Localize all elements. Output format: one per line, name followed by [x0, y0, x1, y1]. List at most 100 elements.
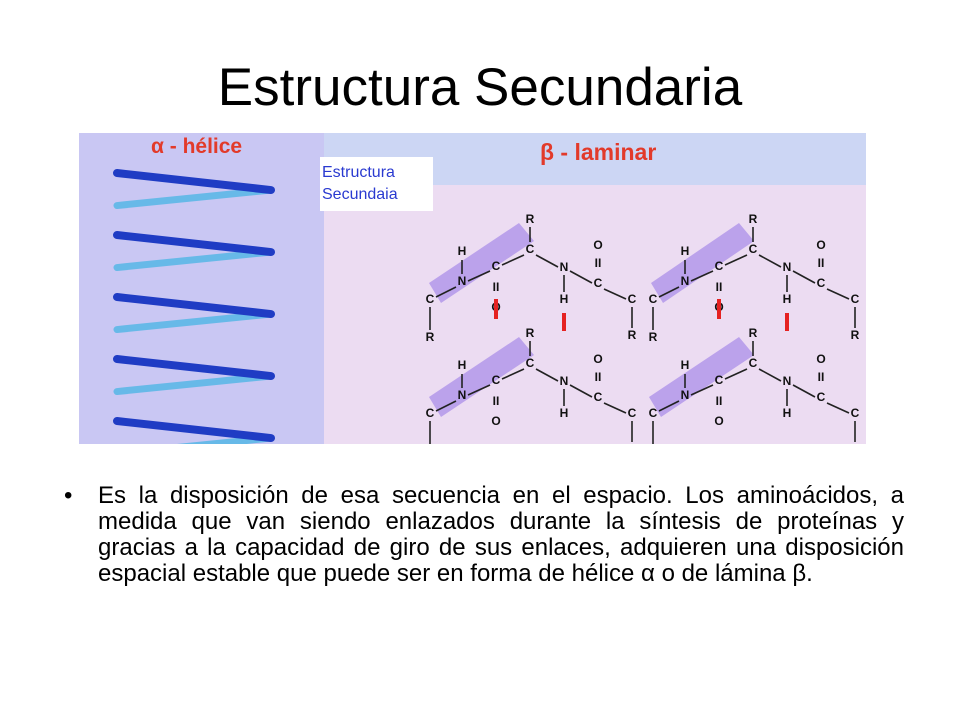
bond-line — [603, 288, 627, 300]
alpha-helix-drawing — [113, 169, 275, 444]
atom-label: II — [716, 394, 723, 408]
atom-label: N — [560, 374, 569, 388]
atom-label: C — [426, 292, 435, 306]
bond-line — [658, 400, 680, 412]
atom-label: H — [783, 406, 792, 420]
atom-label: C — [817, 276, 826, 290]
bond-line — [758, 368, 782, 382]
beta-sheet-drawing: C R N H C II O C R N H C II O C R C R N H C II O C R N H C II O C R C R N H… — [426, 212, 860, 444]
bond-line — [690, 270, 714, 282]
atom-label: R — [628, 328, 637, 342]
peptide-plane — [649, 337, 754, 417]
atom-label: C — [715, 259, 724, 273]
helix-front-strand — [113, 231, 275, 257]
bond-line — [758, 254, 782, 268]
atom-label: H — [560, 292, 569, 306]
bullet-marker: • — [64, 482, 73, 509]
caption-line-1: Estructura — [322, 164, 395, 181]
atom-label: C — [749, 356, 758, 370]
atom-label: C — [628, 292, 637, 306]
atom-label: C — [526, 356, 535, 370]
caption-box — [320, 157, 433, 211]
bond-line — [724, 254, 748, 266]
atom-label: II — [716, 280, 723, 294]
atom-label: N — [681, 274, 690, 288]
bond-line — [535, 254, 559, 268]
atom-label: N — [458, 388, 467, 402]
helix-back-strand — [113, 248, 275, 272]
bond-line — [435, 400, 457, 412]
atom-label: N — [783, 374, 792, 388]
helix-front-strand — [113, 293, 275, 319]
atom-label: C — [851, 292, 860, 306]
bond-line — [467, 270, 491, 282]
bullet-list: • Es la disposición de esa secuencia en … — [64, 483, 904, 587]
atom-label: R — [749, 326, 758, 340]
bond-line — [467, 384, 491, 396]
atom-label: C — [594, 276, 603, 290]
bond-line — [792, 384, 816, 398]
atom-label: C — [594, 390, 603, 404]
bond-line — [658, 286, 680, 298]
bullet-text: Es la disposición de esa secuencia en el… — [98, 482, 904, 587]
helix-back-strand — [113, 310, 275, 334]
atom-label: C — [649, 406, 658, 420]
atom-label: H — [458, 358, 467, 372]
helix-back-strand — [176, 434, 275, 444]
atom-label: O — [714, 414, 723, 428]
bond-line — [690, 384, 714, 396]
helix-front-strand — [113, 417, 275, 443]
atom-label: C — [749, 242, 758, 256]
slide-title: Estructura Secundaria — [217, 58, 743, 117]
bond-line — [501, 254, 525, 266]
peptide-plane — [429, 223, 534, 303]
atom-label: R — [649, 330, 658, 344]
atom-label: H — [681, 358, 690, 372]
helix-back-strand — [113, 372, 275, 396]
atom-label: N — [681, 388, 690, 402]
caption-line-2: Secundaia — [322, 186, 398, 203]
helix-back-strand — [113, 186, 275, 210]
bond-line — [435, 286, 457, 298]
peptide-plane — [429, 337, 534, 417]
atom-label: R — [526, 326, 535, 340]
atom-label: H — [560, 406, 569, 420]
atom-label: C — [628, 406, 637, 420]
atom-label: N — [783, 260, 792, 274]
atom-label: C — [426, 406, 435, 420]
atom-label: O — [491, 414, 500, 428]
atom-label: C — [526, 242, 535, 256]
bond-line — [569, 270, 593, 284]
atom-label: R — [526, 212, 535, 226]
helix-front-strand — [113, 355, 275, 381]
atom-label: R — [749, 212, 758, 226]
secondary-structure-svg: α - hélice β - laminar Estructura Secund… — [79, 133, 866, 444]
bond-line — [535, 368, 559, 382]
bond-line — [826, 402, 850, 414]
bond-line — [792, 270, 816, 284]
beta-laminar-label: β - laminar — [540, 139, 656, 165]
atom-label: O — [816, 352, 825, 366]
atom-label: C — [649, 292, 658, 306]
atom-label: R — [426, 330, 435, 344]
atom-label: N — [458, 274, 467, 288]
bond-line — [569, 384, 593, 398]
atom-label: R — [851, 442, 860, 444]
helix-front-strand — [113, 169, 275, 195]
atom-label: H — [681, 244, 690, 258]
atom-label: O — [593, 238, 602, 252]
atom-label: II — [818, 370, 825, 384]
atom-label: II — [493, 280, 500, 294]
atom-label: C — [492, 373, 501, 387]
peptide-plane — [651, 223, 754, 303]
bullet-item: • Es la disposición de esa secuencia en … — [64, 483, 904, 587]
bond-line — [826, 288, 850, 300]
atom-label: O — [816, 238, 825, 252]
atom-label: C — [851, 406, 860, 420]
atom-label: C — [817, 390, 826, 404]
atom-label: N — [560, 260, 569, 274]
atom-label: R — [628, 442, 637, 444]
secondary-structure-figure: α - hélice β - laminar Estructura Secund… — [79, 133, 866, 444]
bond-line — [603, 402, 627, 414]
alpha-helix-label: α - hélice — [151, 135, 242, 158]
